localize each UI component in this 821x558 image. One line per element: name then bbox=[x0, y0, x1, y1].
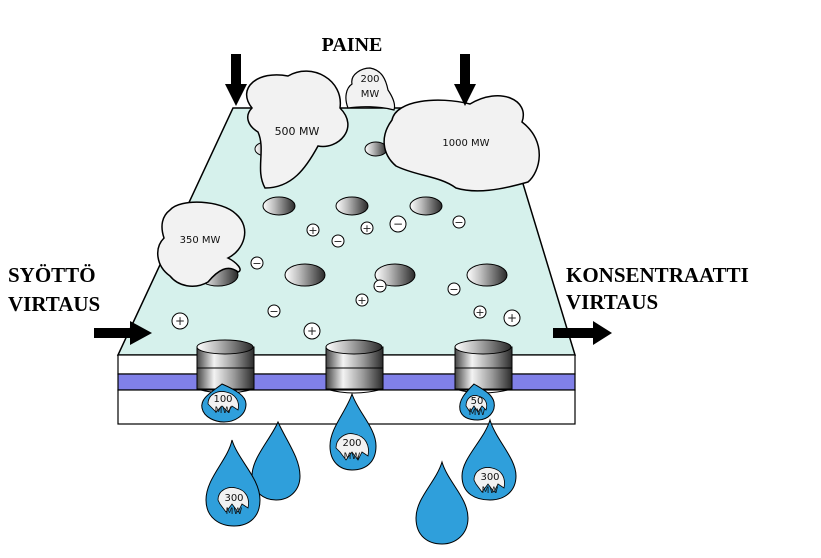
pore-right bbox=[454, 339, 513, 394]
drop-300a-label-top: 300 bbox=[224, 493, 243, 504]
drop-200-label-top: 200 bbox=[342, 438, 361, 449]
svg-text:−: − bbox=[393, 217, 403, 231]
ion-positive: + bbox=[171, 312, 189, 330]
molecule-200-label-bottom: MW bbox=[361, 89, 380, 100]
ion-negative: − bbox=[373, 279, 387, 293]
ion-positive: + bbox=[503, 309, 521, 327]
concentrate-label-line2: VIRTAUS bbox=[566, 290, 658, 314]
ion-positive: + bbox=[473, 305, 487, 319]
svg-text:+: + bbox=[475, 306, 484, 319]
drop-100-label-bottom: MW bbox=[215, 406, 232, 416]
drop-200-label-bottom: MW bbox=[344, 452, 361, 462]
drop-plain-bottom bbox=[415, 460, 469, 545]
drop-300b-label-bottom: MW bbox=[482, 486, 499, 496]
drop-100-label-top: 100 bbox=[213, 394, 232, 405]
svg-text:+: + bbox=[307, 324, 317, 338]
drop-200-mw: 200 MW bbox=[329, 392, 377, 471]
svg-text:−: − bbox=[454, 216, 463, 229]
ion-positive: + bbox=[360, 221, 374, 235]
surface-hole bbox=[335, 196, 369, 216]
drop-100-mw: 100 MW bbox=[201, 383, 247, 423]
ion-negative: − bbox=[331, 234, 345, 248]
pressure-label: PAINE bbox=[322, 34, 383, 56]
svg-text:−: − bbox=[333, 235, 342, 248]
ion-positive: + bbox=[303, 322, 321, 340]
svg-text:+: + bbox=[362, 222, 371, 235]
svg-text:+: + bbox=[308, 224, 317, 237]
ion-negative: − bbox=[250, 256, 264, 270]
drop-300-mw-right: 300 MW bbox=[461, 418, 517, 501]
concentrate-arrow bbox=[553, 321, 612, 345]
surface-hole bbox=[374, 263, 416, 287]
pore-left bbox=[196, 339, 255, 394]
ion-positive: + bbox=[306, 223, 320, 237]
molecule-500-mw: 500 MW bbox=[245, 70, 349, 189]
drop-50-label-top: 50 bbox=[471, 396, 484, 407]
svg-text:−: − bbox=[449, 283, 458, 296]
ion-negative: − bbox=[452, 215, 466, 229]
ion-negative: − bbox=[389, 215, 407, 233]
svg-text:−: − bbox=[375, 280, 384, 293]
drop-300-mw-left: 300 MW bbox=[205, 439, 261, 527]
svg-text:−: − bbox=[252, 257, 261, 270]
molecule-200-mw: 200 MW bbox=[345, 67, 396, 111]
feed-label-line1: SYÖTTÖ bbox=[8, 263, 96, 287]
surface-hole bbox=[284, 263, 326, 287]
drop-plain-center bbox=[251, 420, 301, 501]
molecule-200-label-top: 200 bbox=[360, 74, 379, 85]
pressure-arrow-right bbox=[454, 54, 476, 106]
feed-label-line2: VIRTAUS bbox=[8, 292, 100, 316]
svg-text:+: + bbox=[507, 311, 517, 325]
ion-negative: − bbox=[447, 282, 461, 296]
molecule-500-label: 500 MW bbox=[275, 125, 320, 138]
molecule-350-label: 350 MW bbox=[180, 235, 221, 246]
membrane-pores bbox=[196, 339, 513, 394]
svg-text:−: − bbox=[269, 305, 278, 318]
ion-negative: − bbox=[267, 304, 281, 318]
molecule-1000-mw: 1000 MW bbox=[383, 95, 540, 192]
drop-50-label-bottom: MW bbox=[469, 408, 486, 418]
pressure-arrow-left bbox=[225, 54, 247, 106]
pore-middle bbox=[325, 339, 384, 394]
surface-hole bbox=[262, 196, 296, 216]
drop-300a-label-bottom: MW bbox=[226, 507, 243, 517]
feed-arrow bbox=[94, 321, 152, 345]
svg-text:+: + bbox=[357, 294, 366, 307]
ions: + − + − − − − + − − + + + + bbox=[171, 215, 521, 340]
drop-300b-label-top: 300 bbox=[480, 472, 499, 483]
molecule-1000-label: 1000 MW bbox=[442, 138, 489, 149]
svg-text:+: + bbox=[175, 314, 185, 328]
ion-positive: + bbox=[355, 293, 369, 307]
surface-hole bbox=[409, 196, 443, 216]
molecule-350-mw: 350 MW bbox=[157, 201, 246, 288]
surface-hole bbox=[466, 263, 508, 287]
concentrate-label-line1: KONSENTRAATTI bbox=[566, 263, 749, 287]
drop-50-mw: 50 MW bbox=[459, 383, 495, 421]
